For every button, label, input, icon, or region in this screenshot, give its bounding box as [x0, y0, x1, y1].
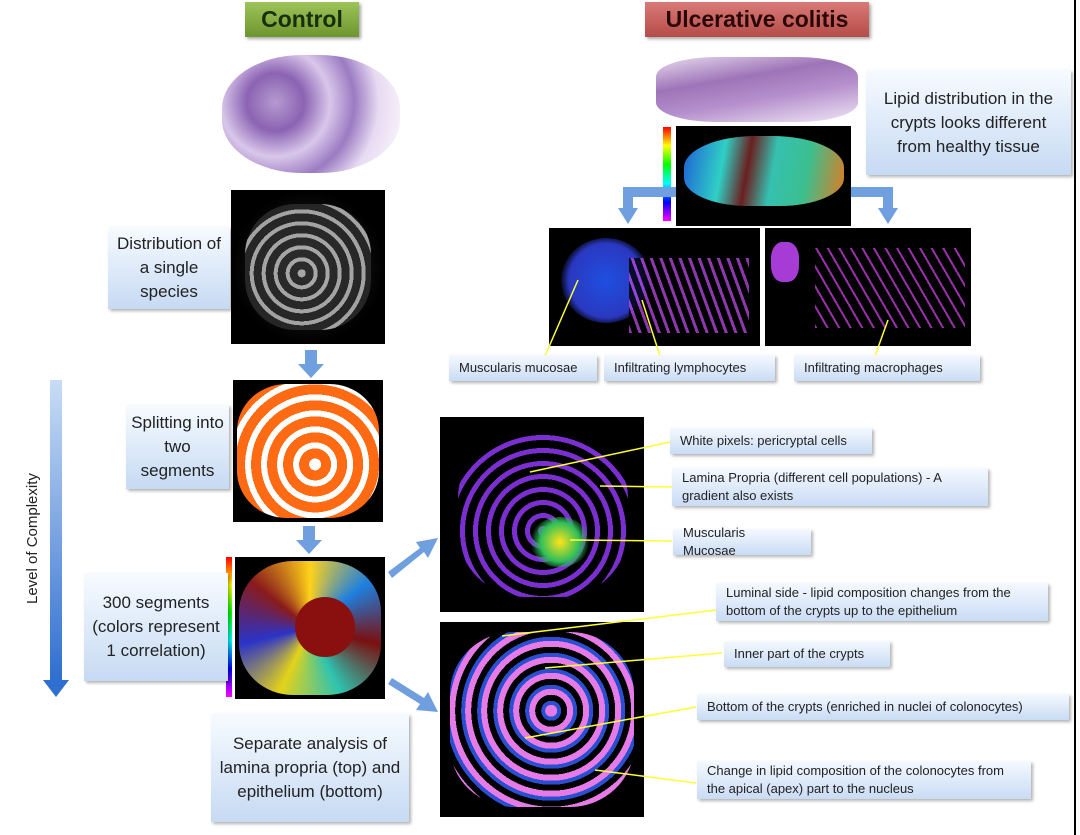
- lamina-callout-lines: [529, 441, 673, 542]
- label-luminal-side: Luminal side - lipid composition changes…: [716, 583, 1048, 621]
- single-species-image: [231, 190, 385, 344]
- arrow-to-epithelium: [388, 678, 438, 712]
- label-infiltrating-macrophages: Infiltrating macrophages: [794, 355, 980, 381]
- control-header: Control: [245, 2, 359, 37]
- separate-analysis-box: Separate analysis of lamina propria (top…: [211, 714, 409, 822]
- arrow-down-2: [296, 526, 322, 554]
- uc-header: Ulcerative colitis: [645, 2, 869, 37]
- complexity-arrow: [43, 380, 69, 697]
- label-lamina-propria: Lamina Propria (different cell populatio…: [672, 468, 988, 506]
- two-segments-box: Splitting into two segments: [126, 405, 229, 489]
- uc-lymphocytes-image: [549, 228, 760, 346]
- segments-300-image: [235, 557, 385, 699]
- colorbar-control: [226, 557, 232, 697]
- segments-300-box: 300 segments (colors represent 1 correla…: [84, 573, 228, 681]
- uc-callout-lines: [544, 279, 889, 357]
- complexity-label: Level of Complexity: [24, 473, 41, 604]
- label-muscularis-mucosae: Muscularis mucosae: [449, 355, 597, 381]
- label-bottom-crypts: Bottom of the crypts (enriched in nuclei…: [697, 694, 1069, 720]
- lipid-distribution-box: Lipid distribution in the crypts looks d…: [866, 70, 1071, 175]
- epithelium-analysis-image: [440, 622, 644, 817]
- control-he-tissue-image: [222, 55, 400, 173]
- uc-branch-arrows: [618, 187, 898, 224]
- label-white-pixels: White pixels: pericryptal cells: [670, 428, 872, 454]
- arrow-down-1: [298, 350, 324, 378]
- uc-correlation-image: [676, 126, 851, 226]
- colorbar-uc: [663, 127, 671, 221]
- uc-he-tissue-image: [656, 57, 858, 122]
- single-species-box: Distribution of a single species: [108, 227, 230, 309]
- two-segments-image: [233, 380, 383, 522]
- uc-macrophages-image: [765, 228, 971, 346]
- label-muscularis-mucosae-top: Muscularis Mucosae: [673, 525, 811, 558]
- lamina-propria-analysis-image: [440, 417, 644, 612]
- label-inner-part: Inner part of the crypts: [724, 641, 890, 667]
- epithelium-callout-lines: [501, 609, 723, 784]
- label-infiltrating-lymphocytes: Infiltrating lymphocytes: [604, 355, 775, 381]
- arrow-to-lamina-propria: [388, 538, 438, 578]
- label-change-lipid: Change in lipid composition of the colon…: [697, 761, 1031, 799]
- page-right-border: [1074, 0, 1076, 835]
